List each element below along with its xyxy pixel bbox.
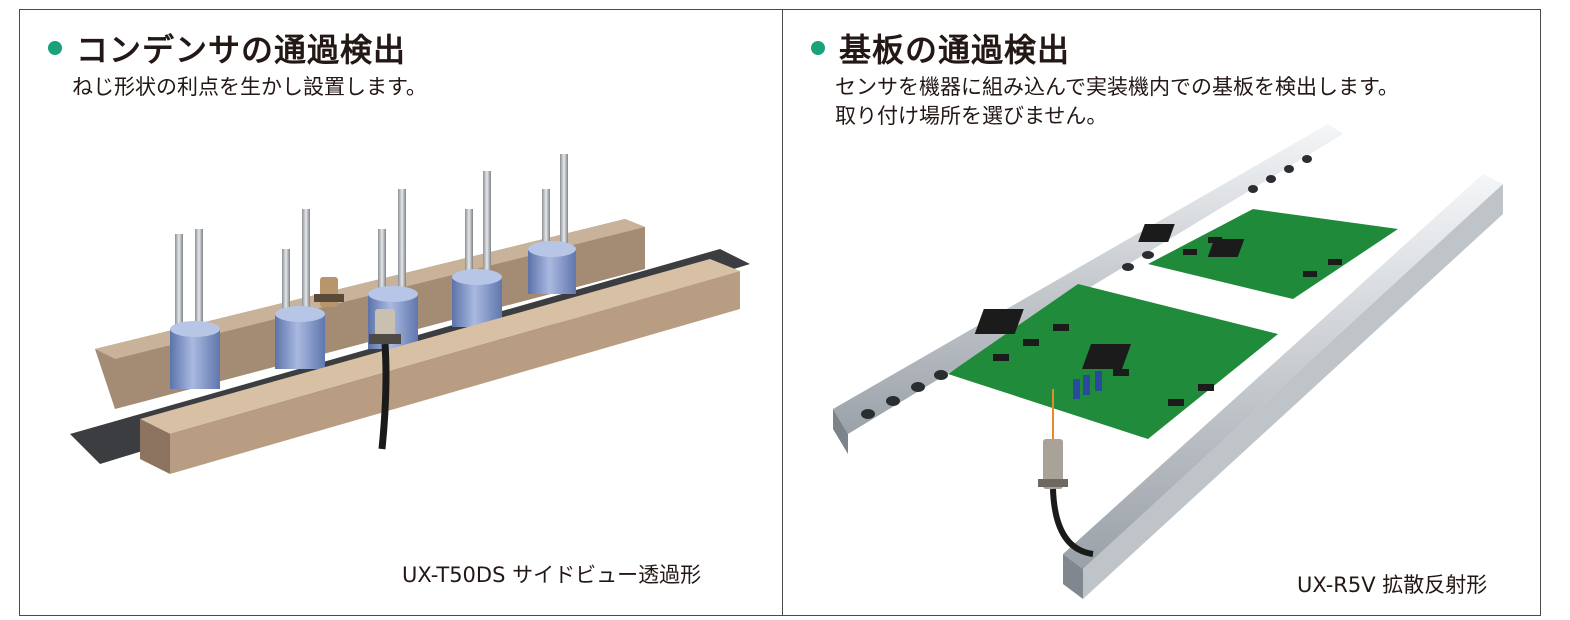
panel-divider	[782, 9, 783, 616]
rail-front	[170, 271, 740, 474]
capacitor-conveyor-illustration	[70, 154, 750, 474]
pcb-board	[948, 284, 1278, 439]
bullet-icon	[811, 41, 825, 55]
capacitor	[528, 154, 576, 294]
pcb-board	[1138, 209, 1398, 299]
sensor-receiver	[369, 309, 401, 450]
sensor-reflective	[1038, 389, 1094, 557]
left-panel: コンデンサの通過検出 ねじ形状の利点を生かし設置します。	[20, 9, 782, 616]
capacitor	[170, 229, 220, 389]
right-description: センサを機器に組み込んで実装機内での基板を検出します。 取り付け場所を選びません…	[835, 73, 1399, 131]
right-caption: UX-R5V 拡散反射形	[1297, 573, 1488, 597]
right-panel: 基板の通過検出 センサを機器に組み込んで実装機内での基板を検出します。 取り付け…	[783, 9, 1540, 616]
left-heading: コンデンサの通過検出	[48, 25, 406, 71]
sensor-emitter	[314, 277, 344, 307]
right-description-line: センサを機器に組み込んで実装機内での基板を検出します。	[835, 75, 1399, 99]
rail-back	[833, 124, 1343, 454]
figure-frame	[19, 9, 1541, 616]
left-title: コンデンサの通過検出	[76, 31, 407, 69]
capacitor	[452, 171, 502, 327]
pcb-conveyor-illustration	[833, 124, 1503, 599]
right-heading: 基板の通過検出	[811, 25, 1070, 71]
right-title: 基板の通過検出	[839, 31, 1071, 69]
right-description-line: 取り付け場所を選びません。	[835, 104, 1108, 128]
left-description: ねじ形状の利点を生かし設置します。	[72, 75, 427, 99]
left-caption: UX-T50DS サイドビュー透過形	[402, 563, 702, 587]
rail-front-top	[140, 259, 740, 434]
bullet-icon	[48, 41, 62, 55]
capacitor	[275, 209, 325, 369]
rail-front	[1063, 174, 1503, 599]
